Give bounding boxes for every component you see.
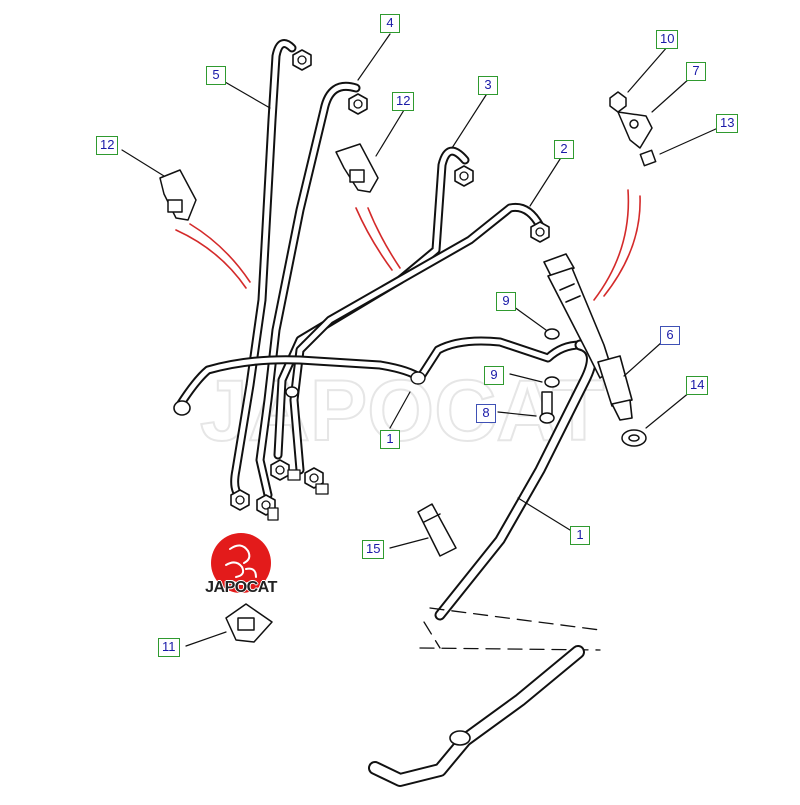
- injector-clamp: [609, 91, 657, 167]
- logo-text: JAPOCAT: [205, 579, 277, 596]
- pipe-2: [289, 202, 545, 475]
- injector: [543, 253, 633, 421]
- callout-12-left[interactable]: 12: [96, 136, 119, 155]
- clip-position-arcs: [175, 189, 641, 301]
- callout-10[interactable]: 10: [656, 30, 679, 49]
- logo-mark-icon: [211, 533, 271, 593]
- pipe-5: [230, 39, 297, 501]
- callout-6[interactable]: 6: [660, 326, 680, 345]
- pipe-4: [255, 81, 361, 500]
- callout-3[interactable]: 3: [478, 76, 498, 95]
- callout-11[interactable]: 11: [158, 638, 180, 657]
- break-line: [419, 607, 601, 651]
- callout-4[interactable]: 4: [380, 14, 400, 33]
- pipe-clip-11: [225, 603, 273, 643]
- pipe-clip-center: [335, 143, 379, 193]
- callout-2[interactable]: 2: [554, 140, 574, 159]
- leader-lines: [121, 33, 719, 647]
- callout-7[interactable]: 7: [686, 62, 706, 81]
- callout-8[interactable]: 8: [476, 404, 496, 423]
- callout-15[interactable]: 15: [362, 540, 385, 559]
- leakoff-hose-upper: [175, 336, 585, 410]
- callout-13[interactable]: 13: [716, 114, 739, 133]
- pipe-clip-left: [159, 169, 197, 221]
- callout-1-lower[interactable]: 1: [570, 526, 590, 545]
- japocat-logo: JAPOCAT: [196, 533, 286, 613]
- pipe-end-fittings: [173, 371, 426, 521]
- sealing-washers: [539, 328, 647, 447]
- callout-14[interactable]: 14: [686, 376, 709, 395]
- pipe-bracket: [417, 503, 457, 557]
- callout-1-upper[interactable]: 1: [380, 430, 400, 449]
- bottom-hose: [368, 645, 585, 787]
- callout-9-lower[interactable]: 9: [484, 366, 504, 385]
- callout-5[interactable]: 5: [206, 66, 226, 85]
- callout-9-upper[interactable]: 9: [496, 292, 516, 311]
- callout-12-center[interactable]: 12: [392, 92, 415, 111]
